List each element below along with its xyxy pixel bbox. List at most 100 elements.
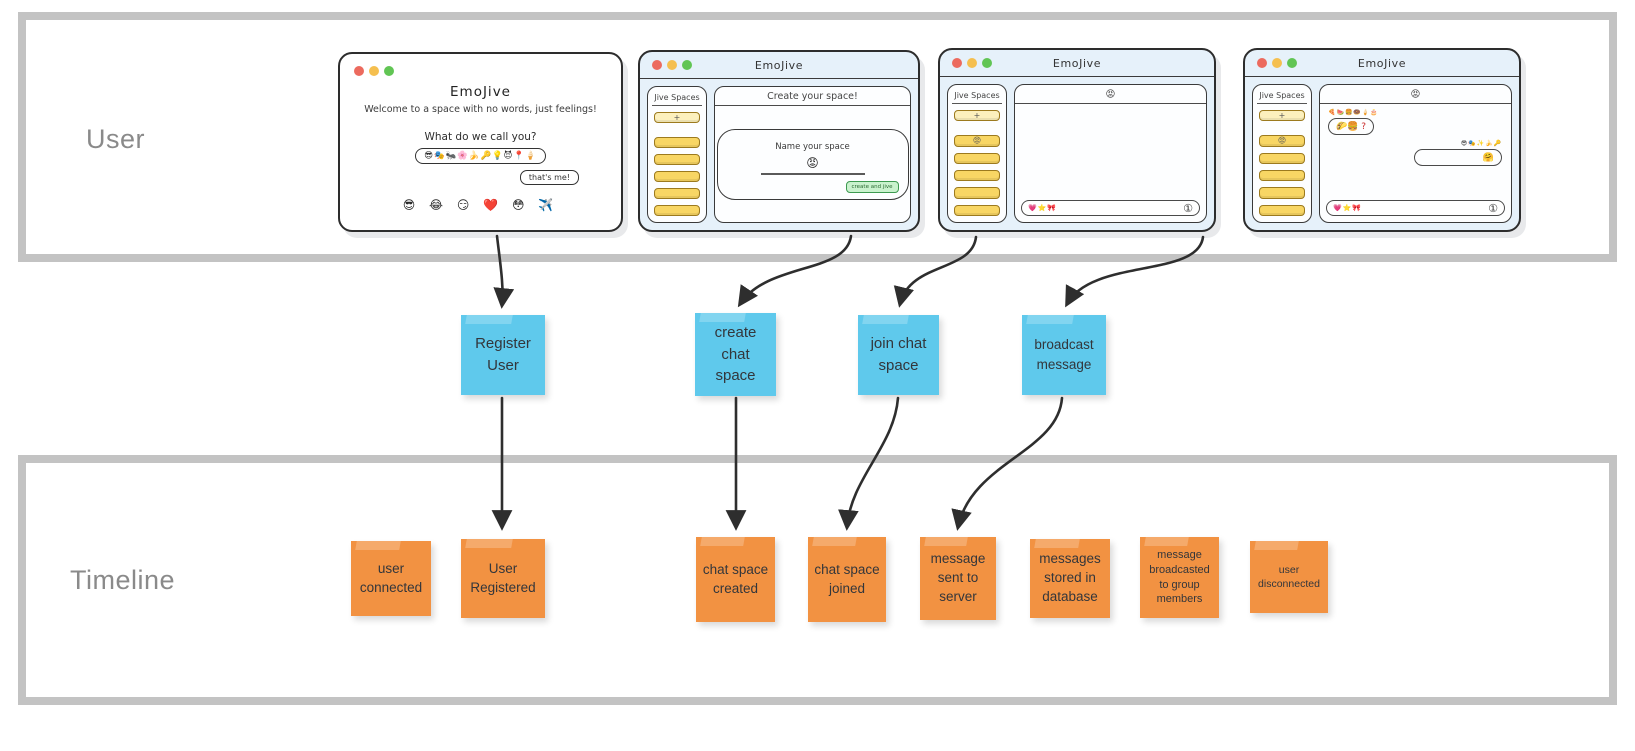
space-button[interactable]: [1259, 187, 1305, 199]
close-icon[interactable]: [952, 58, 962, 68]
minimize-icon[interactable]: [1272, 58, 1282, 68]
jive-spaces-sidebar: Jive Spaces + 😡: [1252, 84, 1312, 223]
maximize-icon[interactable]: [384, 66, 394, 76]
chat-panel: 😡 🍕🍉🍔🍩🍦🎂 🌮🍔 ? 😎🎭✨🍌🔑 🤗 💗⭐🎀 ①: [1319, 84, 1512, 223]
note-broadcast-message[interactable]: broadcast message: [1022, 315, 1106, 395]
lane-user-label: User: [86, 124, 146, 154]
message-bubble: 🌮🍔 ?: [1328, 118, 1375, 135]
name-prompt: What do we call you?: [424, 131, 537, 143]
chat-header-emoji: 😡: [1320, 85, 1511, 104]
window-register[interactable]: EmoJive Welcome to a space with no words…: [338, 52, 623, 232]
message-composer[interactable]: 💗⭐🎀 ①: [1326, 200, 1505, 216]
maximize-icon[interactable]: [982, 58, 992, 68]
send-icon[interactable]: ①: [1183, 201, 1193, 215]
maximize-icon[interactable]: [682, 60, 692, 70]
space-button[interactable]: [1259, 152, 1305, 164]
jive-spaces-sidebar: Jive Spaces + 😡: [947, 84, 1007, 223]
chat-message-sent: 😎🎭✨🍌🔑 🤗: [1414, 140, 1502, 166]
space-button[interactable]: [1259, 169, 1305, 182]
space-button[interactable]: [654, 137, 700, 148]
add-space-button[interactable]: +: [654, 112, 700, 123]
note-label: user connected: [359, 560, 423, 595]
app-title: EmoJive: [1052, 56, 1102, 70]
close-icon[interactable]: [1257, 58, 1267, 68]
chat-panel: 😡 💗⭐🎀 ①: [1014, 84, 1207, 223]
note-message-sent-to-server[interactable]: message sent to server: [920, 537, 996, 620]
composer-emoji-input[interactable]: 💗⭐🎀: [1028, 204, 1058, 212]
space-name-prompt: Name your space: [775, 141, 850, 152]
note-label: messages stored in database: [1039, 551, 1101, 604]
message-composer[interactable]: 💗⭐🎀 ①: [1021, 200, 1200, 216]
space-button-active[interactable]: 😡: [1259, 135, 1305, 147]
note-create-chat-space[interactable]: create chat space: [695, 313, 776, 396]
app-title: EmoJive: [450, 84, 511, 100]
message-sender-emojis: 🍕🍉🍔🍩🍦🎂: [1328, 109, 1379, 116]
note-label: create chat space: [714, 323, 757, 385]
welcome-text: Welcome to a space with no words, just f…: [364, 104, 597, 115]
chat-header-emoji: 😡: [1015, 85, 1206, 104]
minimize-icon[interactable]: [967, 58, 977, 68]
message-bubble: 🤗: [1414, 149, 1502, 166]
note-label: message broadcasted to group members: [1149, 548, 1210, 606]
message-sender-emojis: 😎🎭✨🍌🔑: [1460, 140, 1502, 147]
space-button[interactable]: [954, 204, 1000, 216]
window-join-space[interactable]: EmoJive Jive Spaces + 😡 😡 💗⭐🎀 ①: [938, 48, 1216, 232]
space-button[interactable]: [954, 187, 1000, 199]
titlebar: EmoJive: [1245, 50, 1519, 77]
minimize-icon[interactable]: [369, 66, 379, 76]
space-button[interactable]: [1259, 204, 1305, 216]
note-user-registered[interactable]: User Registered: [461, 539, 545, 618]
close-icon[interactable]: [354, 66, 364, 76]
note-register-user[interactable]: Register User: [461, 315, 545, 395]
note-chat-space-created[interactable]: chat space created: [696, 537, 775, 622]
thats-me-button[interactable]: that's me!: [519, 170, 579, 185]
note-label: chat space created: [702, 561, 769, 596]
space-button[interactable]: [654, 154, 700, 165]
create-space-panel: Create your space! Name your space 😡 cre…: [714, 86, 911, 223]
add-space-button[interactable]: +: [954, 110, 1000, 122]
note-label: chat space joined: [814, 561, 880, 596]
window-create-space[interactable]: EmoJive Jive Spaces + Create your space!…: [638, 50, 920, 232]
traffic-lights: [1257, 58, 1297, 68]
create-and-jive-button[interactable]: create and jive: [845, 180, 899, 193]
space-button[interactable]: [654, 171, 700, 182]
space-button[interactable]: [954, 152, 1000, 164]
note-label: User Registered: [470, 560, 536, 595]
chat-message-received: 🍕🍉🍔🍩🍦🎂 🌮🍔 ?: [1328, 109, 1503, 135]
note-messages-stored-in-database[interactable]: messages stored in database: [1030, 539, 1110, 618]
note-user-connected[interactable]: user connected: [351, 541, 431, 616]
titlebar: EmoJive: [640, 52, 918, 79]
maximize-icon[interactable]: [1287, 58, 1297, 68]
sidebar-title: Jive Spaces: [952, 89, 1002, 104]
space-button[interactable]: [954, 169, 1000, 182]
space-button-active[interactable]: 😡: [954, 135, 1000, 147]
add-space-button[interactable]: +: [1259, 110, 1305, 122]
panel-header: Create your space!: [715, 87, 910, 106]
note-chat-space-joined[interactable]: chat space joined: [808, 537, 886, 622]
space-button[interactable]: [654, 205, 700, 216]
titlebar: EmoJive: [940, 50, 1214, 77]
space-button[interactable]: [654, 188, 700, 199]
space-emoji: 😡: [806, 155, 819, 170]
note-label: join chat space: [870, 335, 927, 374]
emoji-picker-row[interactable]: 😎 😂 😏 ❤️ 😳 ✈️: [402, 198, 559, 212]
space-name-input[interactable]: [760, 172, 865, 175]
send-icon[interactable]: ①: [1488, 201, 1498, 215]
jive-spaces-sidebar: Jive Spaces +: [647, 86, 707, 223]
close-icon[interactable]: [652, 60, 662, 70]
minimize-icon[interactable]: [667, 60, 677, 70]
app-title: EmoJive: [754, 58, 804, 72]
sidebar-title: Jive Spaces: [1257, 89, 1307, 104]
app-title: EmoJive: [1357, 56, 1407, 70]
composer-emoji-input[interactable]: 💗⭐🎀: [1333, 204, 1363, 212]
note-join-chat-space[interactable]: join chat space: [858, 315, 939, 395]
lane-timeline-label: Timeline: [70, 565, 176, 595]
emoji-name-input[interactable]: 😎🎭🐜🌸🍌🔑💡😈📍🍦: [415, 148, 546, 164]
note-message-broadcasted[interactable]: message broadcasted to group members: [1140, 537, 1219, 618]
note-label: broadcast message: [1034, 337, 1094, 372]
sidebar-title: Jive Spaces: [652, 91, 702, 106]
window-chat[interactable]: EmoJive Jive Spaces + 😡 😡 🍕🍉🍔🍩🍦🎂 🌮🍔 ?: [1243, 48, 1521, 232]
note-user-disconnected[interactable]: user disconnected: [1250, 541, 1328, 613]
traffic-lights: [354, 66, 607, 76]
